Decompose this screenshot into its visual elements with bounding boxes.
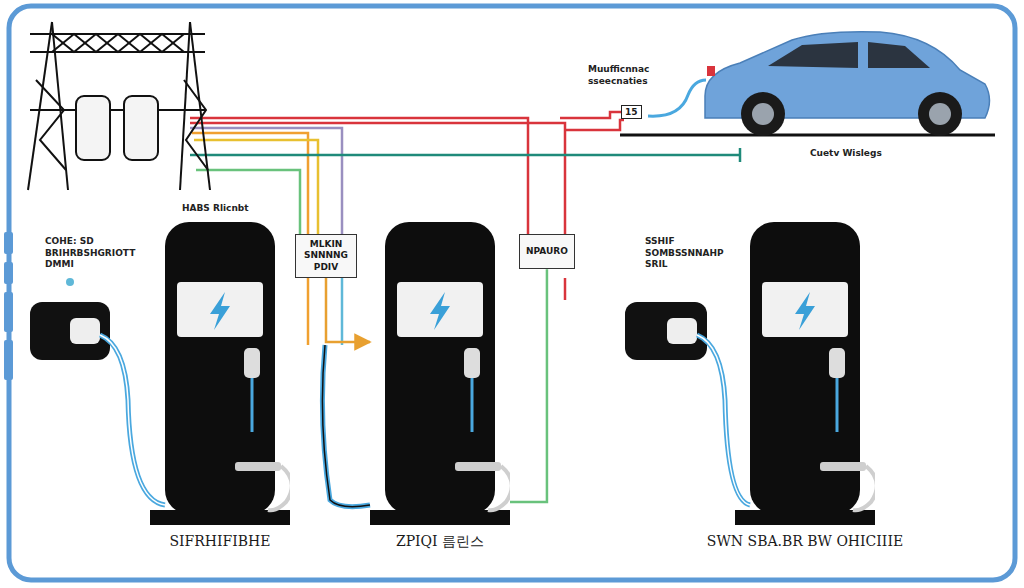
- wall-plug: [697, 335, 750, 505]
- connector-holster: [464, 348, 480, 378]
- wires: [341, 278, 344, 345]
- wires: [307, 278, 310, 345]
- wires: [565, 120, 624, 130]
- power-tower: [124, 96, 158, 160]
- wall-plug: [30, 302, 110, 360]
- power-tower: [28, 22, 210, 190]
- charging-cable: [853, 466, 875, 510]
- station-caption: SIFRHIFIBHE: [60, 533, 380, 549]
- charger-base: [370, 510, 510, 525]
- power-tower: [36, 80, 66, 170]
- wall-plug: [625, 302, 707, 360]
- charger-symbol: [370, 220, 510, 525]
- wall-plug: [100, 335, 165, 505]
- charging-station: SIFRHIFIBHE: [150, 220, 290, 549]
- frame: [9, 6, 1015, 580]
- charger-screen: [177, 282, 263, 337]
- process-box: NPAURO: [519, 234, 575, 269]
- wires: [739, 148, 742, 162]
- power-tower: [52, 34, 184, 52]
- box-label: MLKIN SNNNNG PDIV: [302, 239, 350, 273]
- charging-cable: [836, 378, 839, 432]
- power-tower: [30, 109, 205, 111]
- note-label: Cuetv Wislegs: [810, 148, 900, 160]
- power-tower: [184, 80, 208, 170]
- charger-symbol: [150, 220, 290, 525]
- power-tower: [28, 22, 52, 190]
- cable-handle: [455, 462, 501, 471]
- connector-holster: [829, 348, 845, 378]
- lightning-icon: [795, 292, 815, 330]
- car: [752, 103, 774, 125]
- car: [768, 42, 858, 68]
- car: [741, 92, 785, 136]
- charger-screen: [397, 282, 483, 337]
- power-tower: [52, 34, 184, 52]
- side-tabs: [4, 232, 13, 254]
- charger-base: [150, 510, 290, 525]
- side-tabs: [4, 232, 13, 380]
- connector: [510, 269, 547, 502]
- wires: [190, 118, 528, 240]
- charging-cable: [268, 466, 290, 510]
- connector: [326, 278, 370, 342]
- box-label: NPAURO: [526, 246, 568, 257]
- charging-station: SWN SBA.BR BW OHICIIIE: [735, 220, 875, 549]
- wires: [564, 278, 567, 300]
- lightning-icon: [430, 292, 450, 330]
- cable-handle: [235, 462, 281, 471]
- car: [620, 32, 995, 136]
- charging-station: ZPIQI 름린스: [370, 220, 510, 551]
- wall-plug: [66, 278, 74, 286]
- wall-plug: [70, 318, 100, 344]
- note-label: Muufficnnac sseecnaties: [588, 64, 666, 87]
- wires: [560, 112, 622, 118]
- plug-box: 15: [621, 105, 642, 119]
- side-tabs: [4, 340, 13, 380]
- station-caption: ZPIQI 름린스: [280, 533, 600, 551]
- power-tower: [76, 96, 110, 160]
- charging-cable: [471, 378, 474, 432]
- charger-screen: [762, 282, 848, 337]
- car: [929, 103, 951, 125]
- note-label: COHE: SD BRIHRBSHGRIOTT DMMI: [45, 236, 145, 271]
- power-tower: [180, 22, 190, 190]
- note-label: SSHIF SOMBSSNNAHP SRIL: [645, 236, 727, 271]
- side-tabs: [4, 292, 13, 332]
- process-box: MLKIN SNNNNG PDIV: [295, 234, 357, 278]
- box-label: 15: [625, 107, 638, 117]
- side-tabs: [4, 262, 13, 284]
- lightning-icon: [210, 292, 230, 330]
- wall-plug: [100, 335, 165, 505]
- wall-plug: [697, 335, 750, 505]
- car: [868, 42, 930, 68]
- power-tower: [190, 22, 210, 190]
- wall-plug: [322, 345, 370, 507]
- wires: [190, 154, 740, 157]
- wall-plug: [667, 318, 697, 344]
- charging-cable: [488, 466, 510, 510]
- connector-holster: [244, 348, 260, 378]
- note-label: HABS Rlicnbt: [182, 203, 282, 215]
- car: [707, 66, 715, 76]
- cable-handle: [820, 462, 866, 471]
- wall-plug: [322, 345, 370, 507]
- charger-base: [735, 510, 875, 525]
- charger-symbol: [735, 220, 875, 525]
- car: [918, 92, 962, 136]
- car: [648, 80, 706, 116]
- station-caption: SWN SBA.BR BW OHICIIIE: [645, 533, 965, 549]
- charging-cable: [251, 378, 254, 432]
